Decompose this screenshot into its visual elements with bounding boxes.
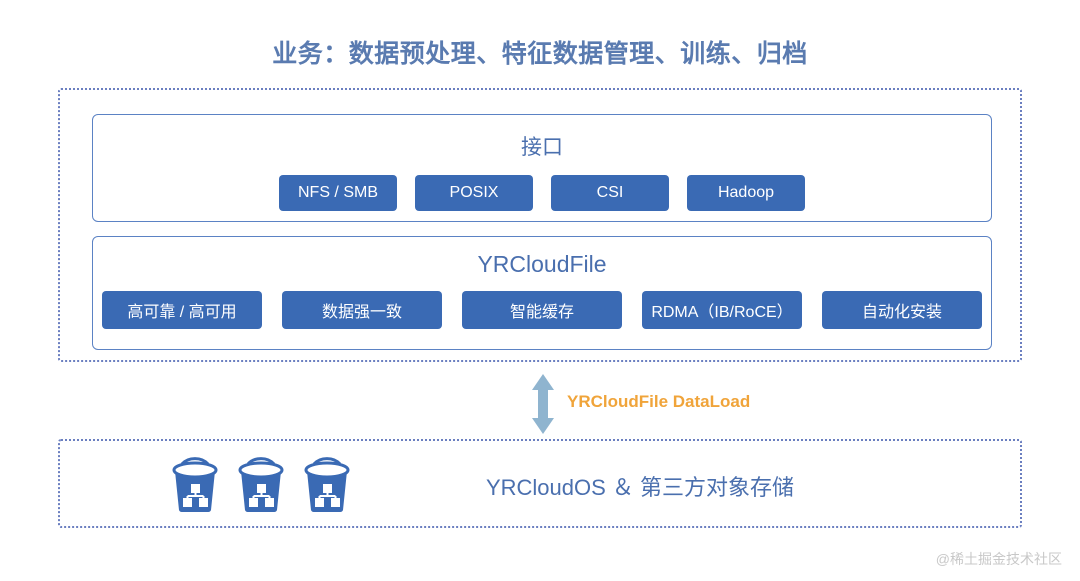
chip-hadoop[interactable]: Hadoop: [687, 175, 805, 211]
storage-bucket-icon: [172, 457, 218, 513]
chip-smart-cache[interactable]: 智能缓存: [462, 291, 622, 329]
storage-bucket-icon: [238, 457, 284, 513]
yrcloudfile-panel: YRCloudFile 高可靠 / 高可用 数据强一致 智能缓存 RDMA（IB…: [92, 236, 992, 350]
watermark: @稀土掘金技术社区: [935, 551, 1062, 567]
yrcloudfile-chip-row: 高可靠 / 高可用 数据强一致 智能缓存 RDMA（IB/RoCE） 自动化安装: [93, 291, 991, 329]
interface-chip-row: NFS / SMB POSIX CSI Hadoop: [93, 175, 991, 211]
chip-high-reliability[interactable]: 高可靠 / 高可用: [102, 291, 262, 329]
chip-posix[interactable]: POSIX: [415, 175, 533, 211]
dataload-label: YRCloudFile DataLoad: [567, 392, 751, 411]
chip-rdma[interactable]: RDMA（IB/RoCE）: [642, 291, 802, 329]
chip-automated-install[interactable]: 自动化安装: [822, 291, 982, 329]
double-headed-vertical-arrow-icon: [532, 374, 554, 434]
yrcloudfile-panel-heading: YRCloudFile: [477, 251, 607, 277]
storage-bucket-icon: [304, 457, 350, 513]
interface-panel: 接口 NFS / SMB POSIX CSI Hadoop: [92, 114, 992, 222]
dataload-connector: YRCloudFile DataLoad: [521, 372, 841, 436]
object-storage-container: [58, 439, 1022, 528]
chip-strong-consistency[interactable]: 数据强一致: [282, 291, 442, 329]
interface-panel-heading: 接口: [521, 136, 563, 159]
page-title: 业务：数据预处理、特征数据管理、训练、归档: [272, 40, 808, 68]
object-storage-label: YRCloudOS ＆ 第三方对象存储: [485, 475, 795, 500]
chip-csi[interactable]: CSI: [551, 175, 669, 211]
chip-nfs-smb[interactable]: NFS / SMB: [279, 175, 397, 211]
bucket-icon-group: [168, 452, 354, 518]
compute-stack-container: 接口 NFS / SMB POSIX CSI Hadoop YRCloudFil…: [58, 88, 1022, 362]
